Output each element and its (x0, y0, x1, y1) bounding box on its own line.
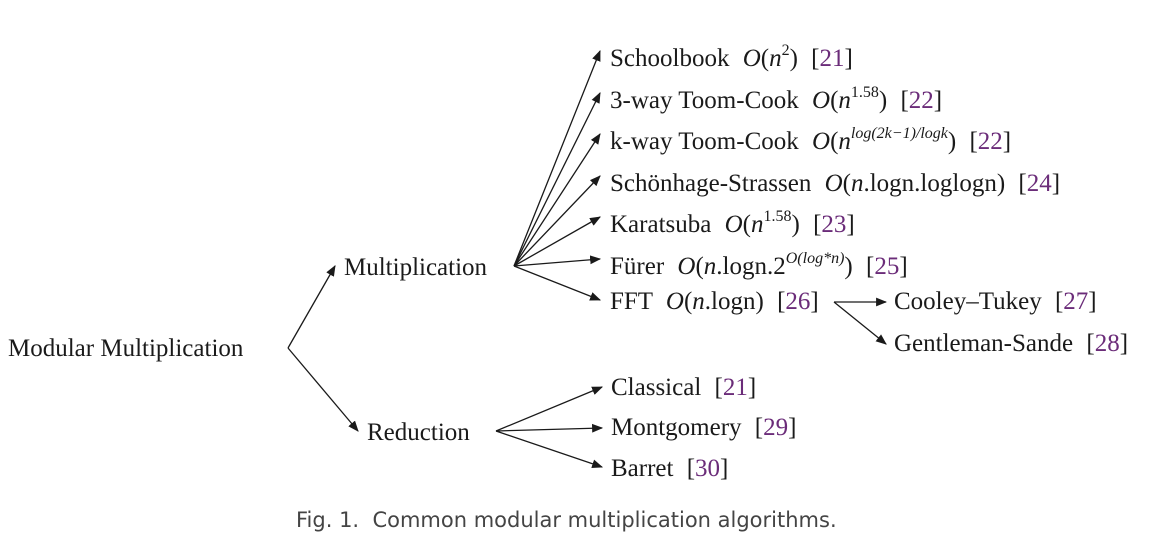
edge-to-montgomery (495, 423, 604, 433)
root-node: Modular Multiplication (8, 335, 244, 362)
method-name: Schönhage-Strassen (610, 170, 812, 197)
citation-ref: 22 (909, 87, 934, 114)
fft-node: FFT O(n.logn) [26] (610, 288, 819, 315)
edge-to-classical (495, 386, 604, 432)
schoolbook-node: Schoolbook O(n2) [21] (610, 42, 853, 72)
citation-ref: 26 (785, 288, 810, 315)
method-name: k-way Toom-Cook (610, 128, 799, 155)
edges (287, 49, 888, 468)
reduction-node: Reduction (367, 419, 470, 446)
citation-ref: 21 (723, 374, 748, 401)
citation-ref: 24 (1027, 170, 1053, 197)
figure-caption: Fig. 1. Common modular multiplication al… (296, 508, 837, 532)
citation-ref: 21 (820, 45, 845, 72)
classical-node: Classical [21] (611, 374, 756, 401)
kway-toom-cook-node: k-way Toom-Cook O(nlog(2k−1)/logk) [22] (610, 125, 1011, 155)
edge-to-barret (495, 430, 604, 468)
edge-to-kway-toom-cook (513, 133, 601, 267)
citation-ref: 27 (1063, 288, 1088, 315)
citation-ref: 25 (874, 253, 899, 280)
edge-to-fft (513, 265, 602, 301)
furer-node: Fürer O(n.logn.2O(log*n)) [25] (610, 250, 908, 280)
method-name: Karatsuba (610, 211, 711, 238)
schonhage-strassen-node: Schönhage-Strassen O(n.logn.loglogn) [24… (610, 170, 1060, 197)
barret-node: Barret [30] (611, 455, 728, 482)
citation-ref: 30 (695, 455, 720, 482)
edge-root-to-multiplication (287, 265, 336, 349)
edge-to-schoolbook (513, 49, 601, 267)
edge-to-furer (513, 255, 602, 267)
edge-root-to-reduction (287, 347, 359, 432)
edge-fft-to-gentleman-sande (833, 301, 887, 345)
montgomery-node: Montgomery [29] (611, 414, 796, 441)
edge-to-3way-toom-cook (513, 92, 601, 267)
edge-to-schonhage-strassen (513, 175, 601, 267)
method-name: FFT (610, 288, 653, 315)
citation-ref: 29 (763, 414, 788, 441)
3way-toom-cook-node: 3-way Toom-Cook O(n1.58) [22] (610, 84, 942, 114)
edge-to-karatsuba (513, 216, 601, 267)
karatsuba-node: Karatsuba O(n1.58) [23] (610, 208, 855, 238)
gentleman-sande-node: Gentleman-Sande [28] (894, 330, 1128, 357)
multiplication-node: Multiplication (344, 254, 488, 281)
method-name: 3-way Toom-Cook (610, 87, 799, 114)
cooley-tukey-node: Cooley–Tukey [27] (894, 288, 1097, 315)
citation-ref: 28 (1095, 330, 1120, 357)
citation-ref: 23 (821, 211, 846, 238)
method-name: Fürer (610, 253, 665, 280)
method-name: Schoolbook (610, 45, 730, 72)
citation-ref: 22 (978, 128, 1003, 155)
